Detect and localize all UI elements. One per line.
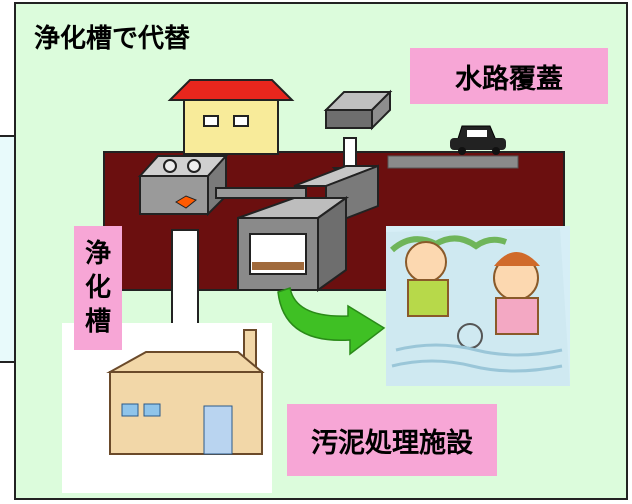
- sludge-facility-label: 汚泥処理施設: [287, 404, 497, 476]
- green-curved-arrow-icon: [277, 287, 386, 356]
- factory-icon: [106, 329, 265, 455]
- title: 浄化槽で代替: [34, 24, 191, 54]
- channel-structure-icon: [237, 164, 379, 292]
- septic-tank-label: 浄 化 槽: [74, 226, 122, 350]
- septic-tank-char-1: 浄: [84, 239, 111, 269]
- cover-slab-icon: [323, 89, 393, 131]
- septic-tank-char-2: 化: [84, 273, 111, 303]
- septic-tank-char-3: 槽: [84, 307, 111, 337]
- septic-unit-icon: [137, 153, 307, 217]
- car-icon: [450, 125, 506, 155]
- house-icon: [167, 79, 295, 155]
- waterway-cover-label: 水路覆蓋: [410, 48, 608, 104]
- children-playing-icon: [386, 228, 570, 386]
- road-surface: [387, 155, 519, 169]
